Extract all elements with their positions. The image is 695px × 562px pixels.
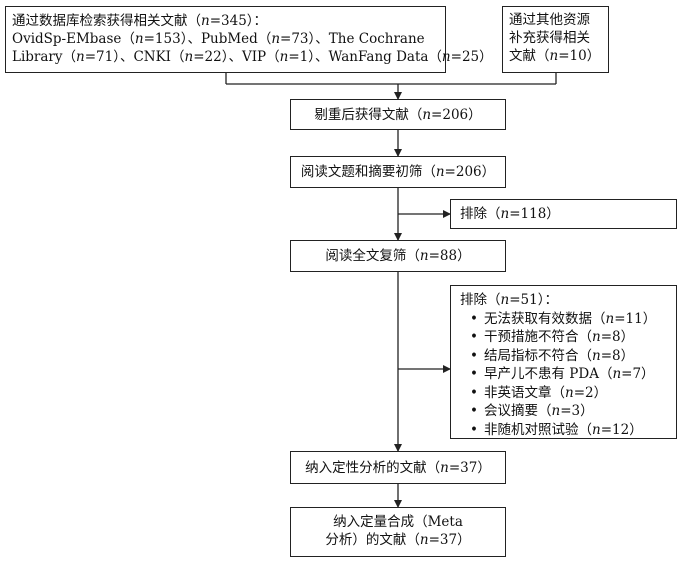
exclude-2-box: 排除（n=51）： •无法获取有效数据（n=11） •干预措施不符合（n=8） … xyxy=(450,285,677,439)
list-item: •干预措施不符合（n=8） xyxy=(464,328,676,347)
other-sources-line-1: 通过其他资源 xyxy=(509,12,590,28)
list-item: •早产儿不患有 PDA（n=7） xyxy=(464,365,676,384)
db-search-box: 通过数据库检索获得相关文献（n=345）： OvidSp-EMbase（n=15… xyxy=(5,6,493,73)
bullet-icon: • xyxy=(470,310,478,327)
meta-analysis-box: 纳入定量合成（Meta 分析）的文献（n=37） xyxy=(290,507,506,557)
dedup-text: 剔重后获得文献（n=206） xyxy=(314,107,482,123)
other-sources-line-3: 文献（n=10） xyxy=(509,48,601,64)
list-item: •非英语文章（n=2） xyxy=(464,384,676,403)
bullet-icon: • xyxy=(470,329,478,345)
db-search-line-3: Library（n=71）、CNKI（n=22）、VIP（n=1）、WanFan… xyxy=(12,49,493,65)
db-search-line-2: OvidSp-EMbase（n=153）、PubMed（n=73）、The Co… xyxy=(12,31,425,47)
fulltext-review-text: 阅读全文复筛（n=88） xyxy=(325,248,471,264)
qualitative-analysis-box: 纳入定性分析的文献（n=37） xyxy=(290,451,506,484)
exclusion-reasons-list: •无法获取有效数据（n=11） •干预措施不符合（n=8） •结局指标不符合（n… xyxy=(460,310,676,440)
bullet-icon: • xyxy=(470,366,478,382)
bullet-icon: • xyxy=(470,347,478,364)
list-item: •无法获取有效数据（n=11） xyxy=(464,310,676,329)
fulltext-review-box: 阅读全文复筛（n=88） xyxy=(290,240,506,272)
db-search-line-1: 通过数据库检索获得相关文献（n=345）： xyxy=(12,13,268,29)
qualitative-analysis-text: 纳入定性分析的文献（n=37） xyxy=(305,460,491,476)
bullet-icon: • xyxy=(470,403,478,419)
meta-analysis-line-2: 分析）的文献（n=37） xyxy=(325,532,471,548)
other-sources-line-2: 补充获得相关 xyxy=(509,30,590,46)
screening-text: 阅读文题和摘要初筛（n=206） xyxy=(300,164,496,180)
exclude-2-title: 排除（n=51）： xyxy=(460,292,558,308)
dedup-box: 剔重后获得文献（n=206） xyxy=(290,99,506,130)
list-item: •会议摘要（n=3） xyxy=(464,402,676,421)
meta-analysis-line-1: 纳入定量合成（Meta xyxy=(333,514,463,530)
exclude-1-box: 排除（n=118） xyxy=(450,199,677,229)
list-item: •非随机对照试验（n=12） xyxy=(464,421,676,440)
exclude-1-text: 排除（n=118） xyxy=(460,206,560,222)
list-item: •结局指标不符合（n=8） xyxy=(464,347,676,366)
screening-box: 阅读文题和摘要初筛（n=206） xyxy=(290,156,506,188)
other-sources-box: 通过其他资源 补充获得相关 文献（n=10） xyxy=(502,6,609,73)
bullet-icon: • xyxy=(470,384,478,401)
bullet-icon: • xyxy=(470,421,478,438)
